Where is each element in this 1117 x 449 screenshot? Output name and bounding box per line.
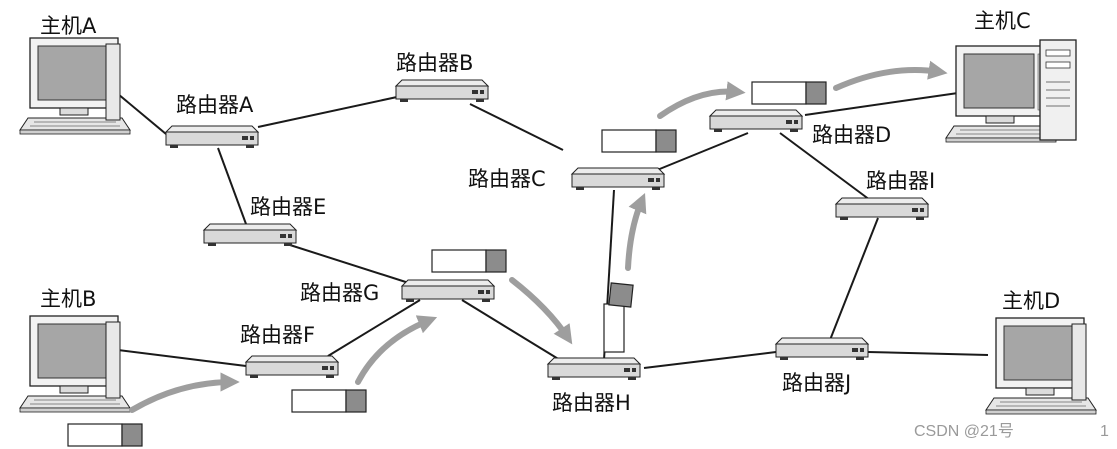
router-b	[395, 79, 489, 103]
router-j-label: 路由器J	[782, 371, 851, 395]
router-h	[547, 357, 641, 381]
router-a	[165, 125, 259, 149]
page-number: 1	[1100, 423, 1109, 440]
host-c-tower	[1039, 39, 1077, 141]
packet-route-arrows	[129, 60, 948, 413]
router-g	[401, 279, 495, 303]
host-c	[945, 39, 1077, 143]
arrow-routerG-to-routerH	[509, 277, 573, 345]
packet-1	[67, 423, 143, 447]
router-a-label: 路由器A	[176, 93, 254, 117]
host-a	[19, 37, 131, 135]
host-a-tower	[105, 43, 121, 121]
watermark-text: CSDN @21号	[914, 422, 1014, 440]
link-routerH-routerJ	[643, 351, 777, 369]
arrow-routerC-to-routerD	[657, 81, 746, 119]
router-d	[709, 109, 803, 133]
router-c-label: 路由器C	[468, 167, 546, 191]
packet-6	[751, 81, 827, 105]
link-routerI-routerJ	[829, 217, 879, 341]
router-b-label: 路由器B	[396, 51, 473, 75]
arrow-hostB-to-routerF	[129, 372, 240, 413]
link-routerA-routerB	[257, 96, 398, 128]
router-c	[571, 167, 665, 191]
router-i	[835, 197, 929, 221]
router-f-label: 路由器F	[240, 323, 315, 347]
router-f	[245, 355, 339, 379]
link-routerD-routerI	[779, 132, 871, 201]
host-d-tower	[1071, 323, 1087, 401]
arrow-routerF-to-routerG	[355, 315, 438, 385]
host-a-label: 主机A	[40, 14, 97, 38]
packet-3	[431, 249, 507, 273]
packet-5	[601, 129, 677, 153]
link-routerD-hostC	[804, 92, 959, 116]
host-c-label: 主机C	[974, 9, 1031, 33]
arrow-routerD-to-hostC	[833, 60, 948, 91]
router-j	[775, 337, 869, 361]
link-routerG-routerF	[327, 299, 421, 357]
packet-4-vertical	[603, 282, 634, 353]
link-routerA-routerE	[217, 147, 247, 225]
router-h-label: 路由器H	[552, 391, 631, 415]
link-routerB-routerC	[469, 103, 564, 151]
host-d-label: 主机D	[1002, 289, 1060, 313]
router-e-label: 路由器E	[250, 195, 326, 219]
link-routerE-routerG	[289, 244, 413, 285]
link-routerJ-hostD	[867, 351, 989, 356]
host-b	[19, 315, 131, 413]
packet-2	[291, 389, 367, 413]
arrow-routerH-to-routerC	[625, 192, 647, 271]
router-i-label: 路由器I	[866, 169, 935, 193]
link-hostB-routerF	[117, 349, 247, 367]
router-g-label: 路由器G	[300, 281, 379, 305]
host-b-label: 主机B	[40, 287, 96, 311]
router-d-label: 路由器D	[812, 123, 891, 147]
link-routerG-routerH	[461, 299, 561, 361]
host-b-tower	[105, 321, 121, 399]
host-d	[985, 317, 1097, 415]
router-e	[203, 223, 297, 247]
link-hostA-routerA	[117, 93, 167, 135]
links	[117, 92, 989, 369]
labels: 主机A 主机B 主机C 主机D 路由器A 路由器B 路由器C 路由器D 路由器E…	[40, 9, 1060, 415]
